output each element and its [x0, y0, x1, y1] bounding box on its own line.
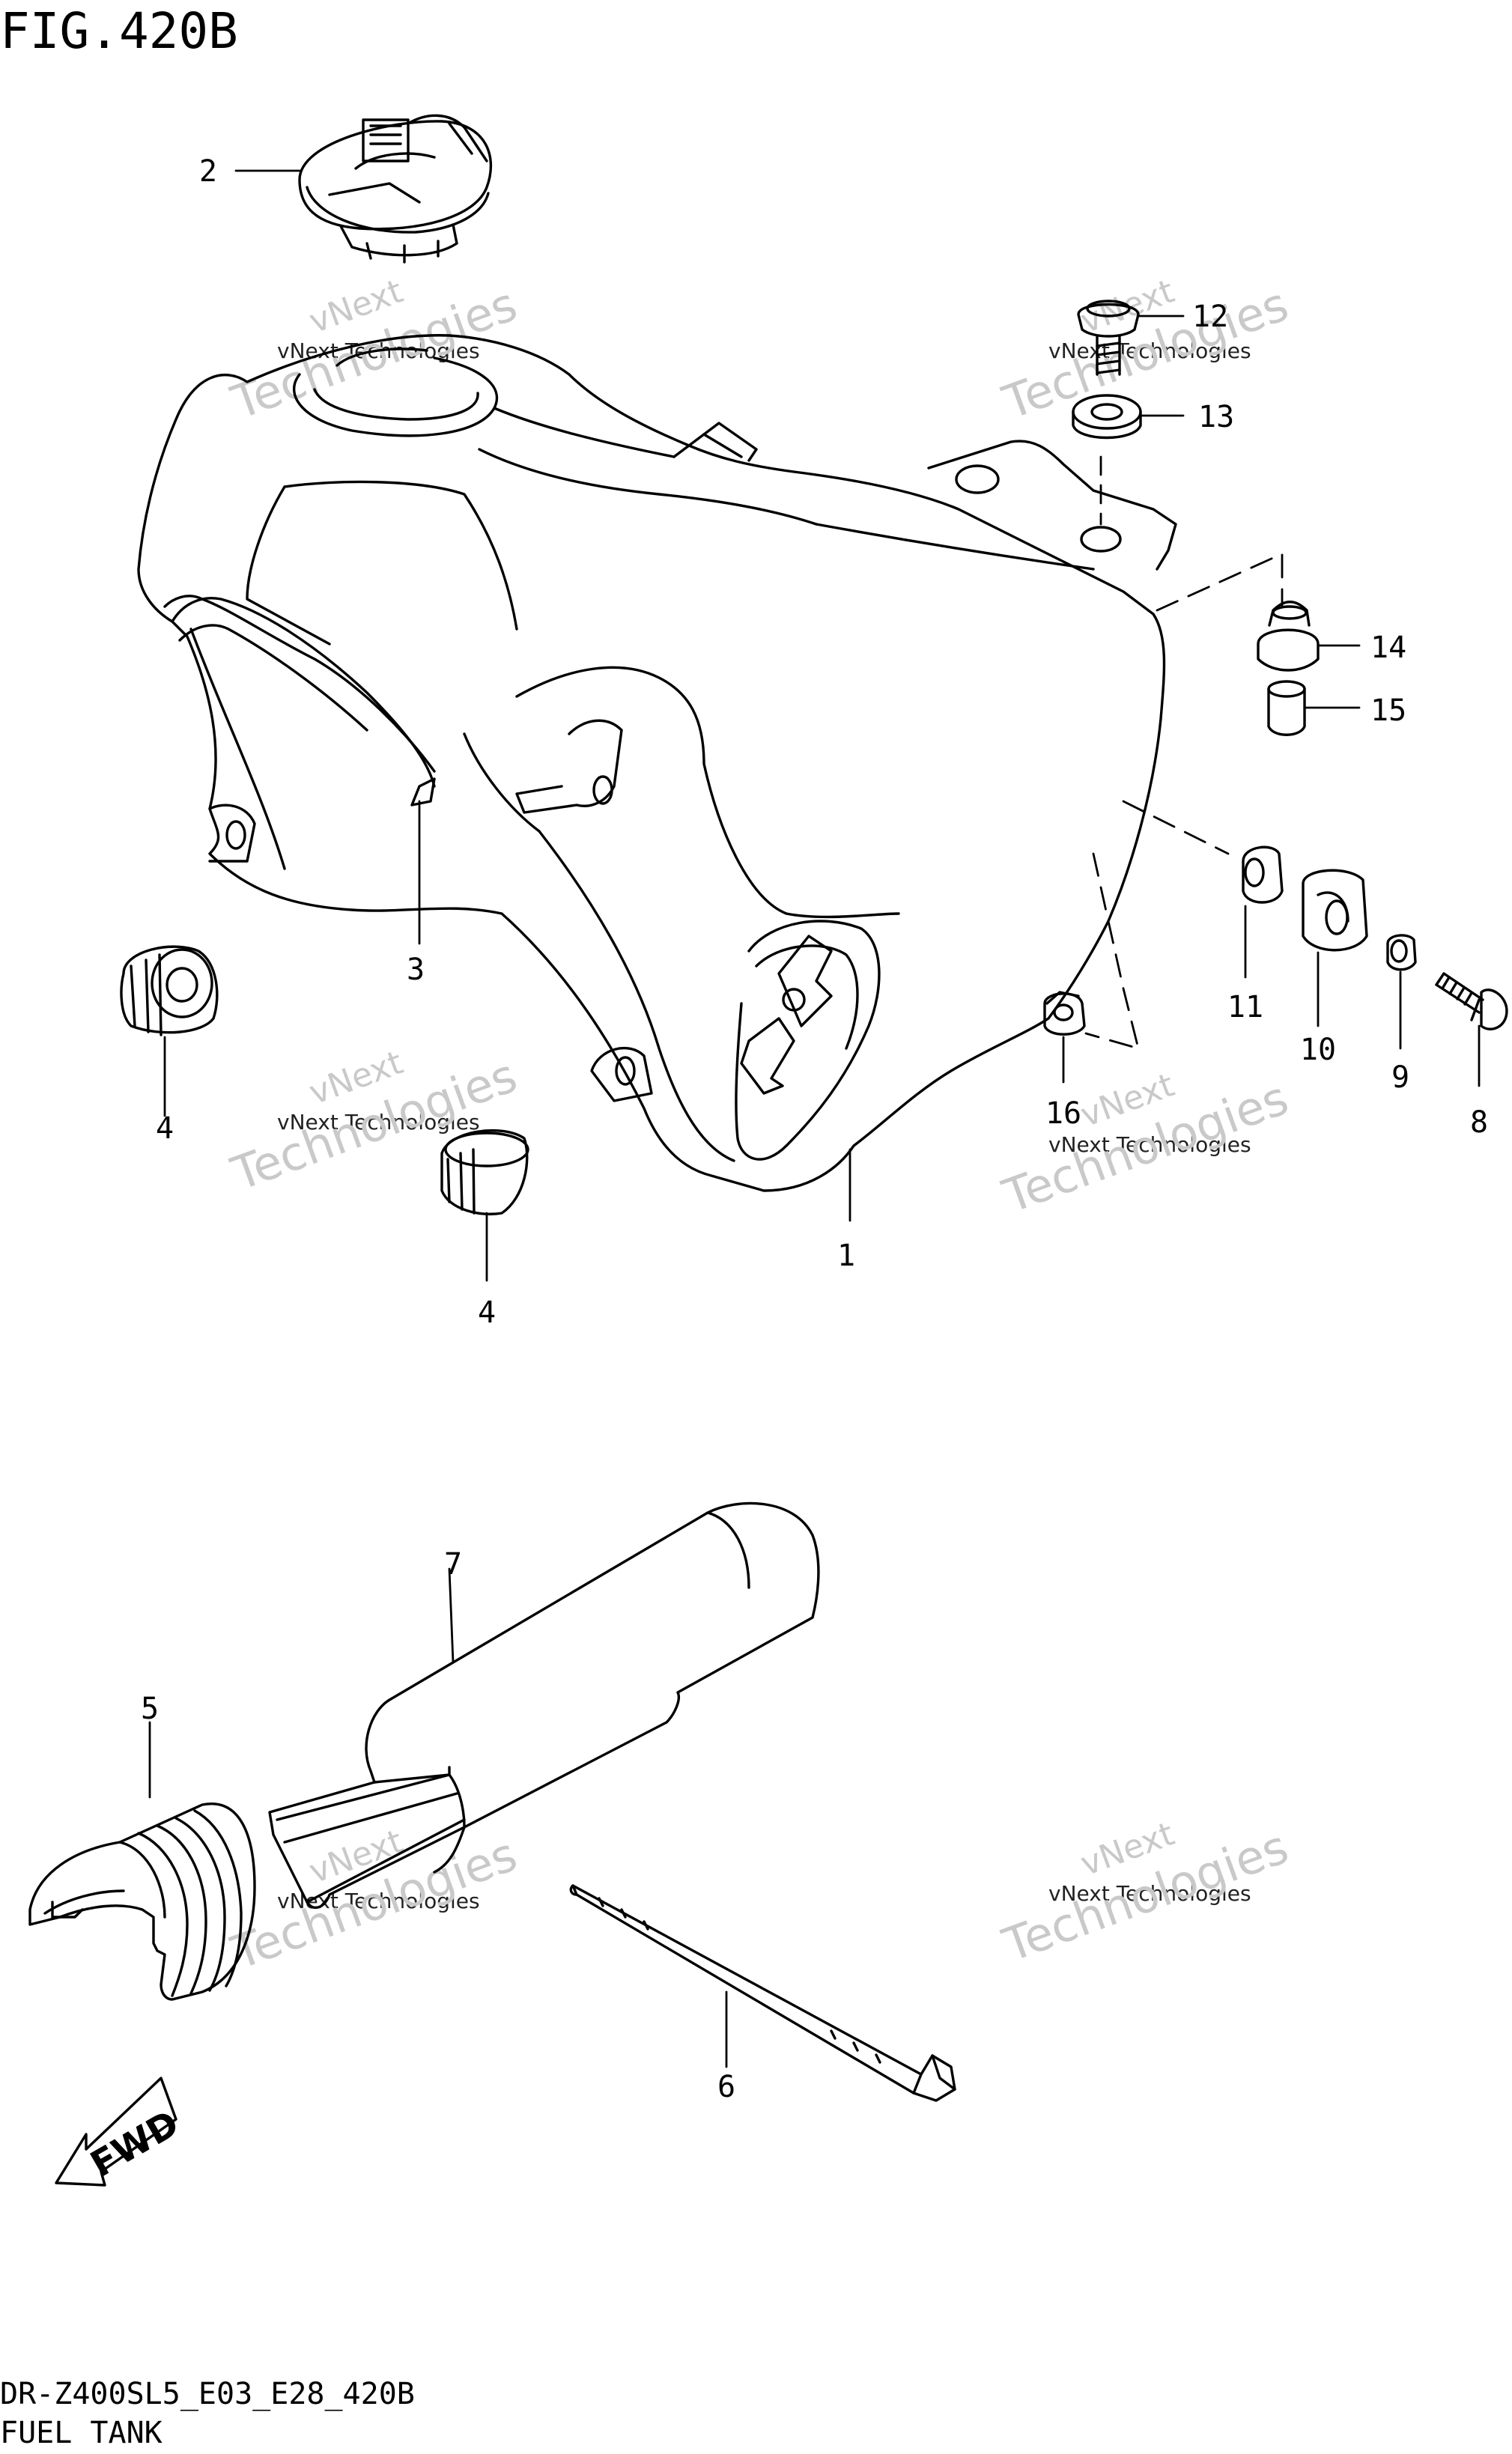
trim-part-3[interactable] — [171, 597, 436, 807]
grommet-part-16[interactable] — [1043, 991, 1086, 1036]
watermark-text: vNext Technologies — [277, 1110, 480, 1135]
callout-4-middle: 4 — [478, 1296, 496, 1330]
callout-7: 7 — [444, 1547, 462, 1582]
watermark-5: vNext Technologies vNext Technologies — [224, 1822, 523, 1980]
watermark-3: vNext Technologies vNext Technologies — [224, 1043, 523, 1201]
callout-16: 16 — [1045, 1096, 1081, 1131]
callout-4-left: 4 — [156, 1111, 174, 1146]
bolt-part-12[interactable] — [1077, 300, 1140, 376]
fwd-direction-arrow: FWD — [55, 2077, 186, 2187]
watermarks: vNext Technologies vNext Technologies vN… — [224, 272, 1295, 1980]
watermark-text: vNext Technologies — [1048, 338, 1251, 363]
cushion-part-10[interactable] — [1302, 869, 1368, 952]
bolt-part-8[interactable] — [1435, 972, 1508, 1030]
callout-2: 2 — [199, 154, 217, 189]
callout-14: 14 — [1370, 631, 1406, 665]
callout-labels: 2 12 13 14 15 3 11 10 9 8 4 16 1 4 7 5 6 — [141, 154, 1488, 2104]
callout-11: 11 — [1227, 990, 1263, 1024]
fuel-cap-part-2[interactable] — [298, 114, 493, 264]
callout-8: 8 — [1470, 1105, 1488, 1140]
cap-part-4-middle[interactable] — [440, 1129, 529, 1215]
callout-12: 12 — [1192, 300, 1228, 334]
cover-part-7[interactable] — [268, 1501, 820, 1910]
callout-3: 3 — [407, 953, 425, 987]
cushion-part-14[interactable] — [1257, 601, 1320, 672]
callout-6: 6 — [717, 2070, 735, 2104]
protector-part-5[interactable] — [28, 1802, 256, 2001]
watermark-2: vNext Technologies vNext Technologies — [995, 272, 1295, 430]
fwd-label: FWD — [84, 2102, 186, 2185]
watermark-4: vNext Technologies vNext Technologies — [995, 1066, 1295, 1224]
watermark-text: vNext Technologies — [1048, 1132, 1251, 1157]
leader-lines — [148, 169, 1481, 2068]
collar-part-15[interactable] — [1267, 680, 1306, 736]
collar-part-9[interactable] — [1386, 934, 1417, 971]
figure-caption: FUEL TANK — [0, 2416, 163, 2450]
figure-title: FIG.420B — [0, 2, 238, 60]
model-code: DR-Z400SL5_E03_E28_420B — [0, 2377, 415, 2411]
cushion-part-11[interactable] — [1242, 845, 1284, 904]
cable-tie-part-6[interactable] — [569, 1884, 956, 2102]
cap-part-4-left[interactable] — [120, 945, 219, 1036]
fuel-tank-part-1[interactable] — [137, 334, 1177, 1192]
washer-part-13[interactable] — [1072, 394, 1142, 440]
watermark-text: vNext Technologies — [1048, 1881, 1251, 1906]
callout-10: 10 — [1300, 1033, 1336, 1067]
watermark-6: vNext Technologies vNext Technologies — [995, 1814, 1295, 1972]
callout-9: 9 — [1391, 1060, 1409, 1095]
callout-1: 1 — [837, 1239, 855, 1273]
callout-13: 13 — [1198, 400, 1234, 434]
callout-15: 15 — [1370, 693, 1406, 728]
callout-5: 5 — [141, 1692, 159, 1726]
